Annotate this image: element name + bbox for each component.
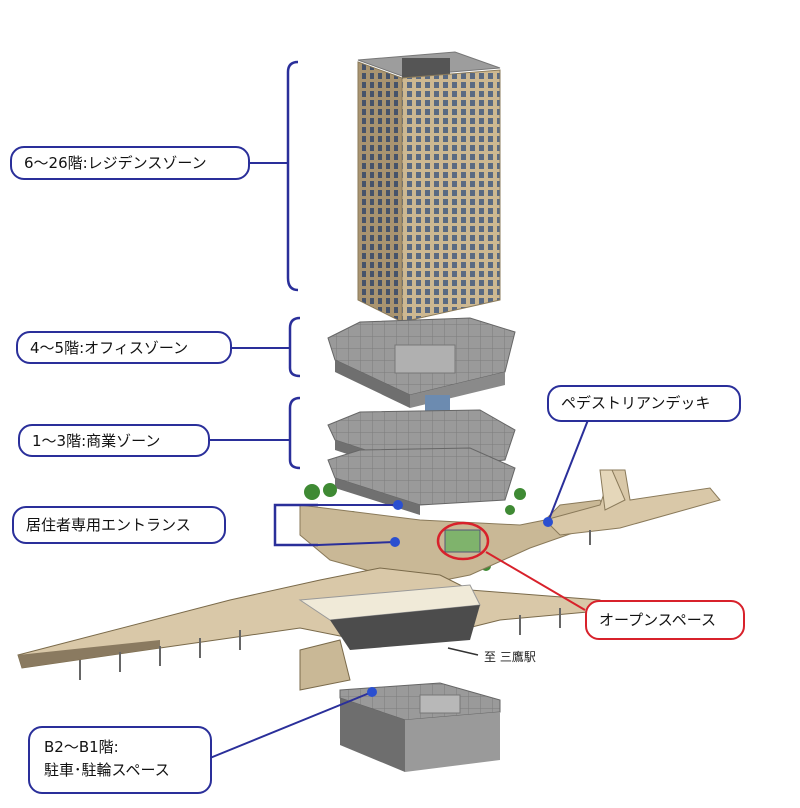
residence-zone-label: 6～26階:レジデンスゾーン [10,146,250,180]
pedestrian-deck-label: ペデストリアンデッキ [547,385,741,422]
open-space-label: オープンスペース [585,600,745,640]
residence-tower [357,51,501,323]
office-zone-label: 4～5階:オフィスゾーン [16,331,232,364]
pedestrian-deck [544,469,721,536]
parking-label-line2: 駐車･駐輪スペース [44,760,170,779]
resident-entrance-label: 居住者専用エントランス [12,506,226,544]
commercial-zone-floors [327,409,516,515]
ground-plaza [299,499,611,586]
callout-lines [209,162,589,759]
to-station-line [447,647,479,656]
office-zone-floor [327,317,516,413]
station-deck [17,530,612,691]
to-station-label: 至 三鷹駅 [484,650,536,664]
commercial-zone-label: 1～3階:商業ゾーン [18,424,210,457]
open-space-highlight [436,521,586,611]
parking-zone-label: B2～B1階: 駐車･駐輪スペース [28,726,212,794]
callout-dots [367,500,553,697]
basement-block [339,682,501,772]
zone-brackets [273,60,318,547]
parking-label-line1: B2～B1階: [44,738,119,756]
